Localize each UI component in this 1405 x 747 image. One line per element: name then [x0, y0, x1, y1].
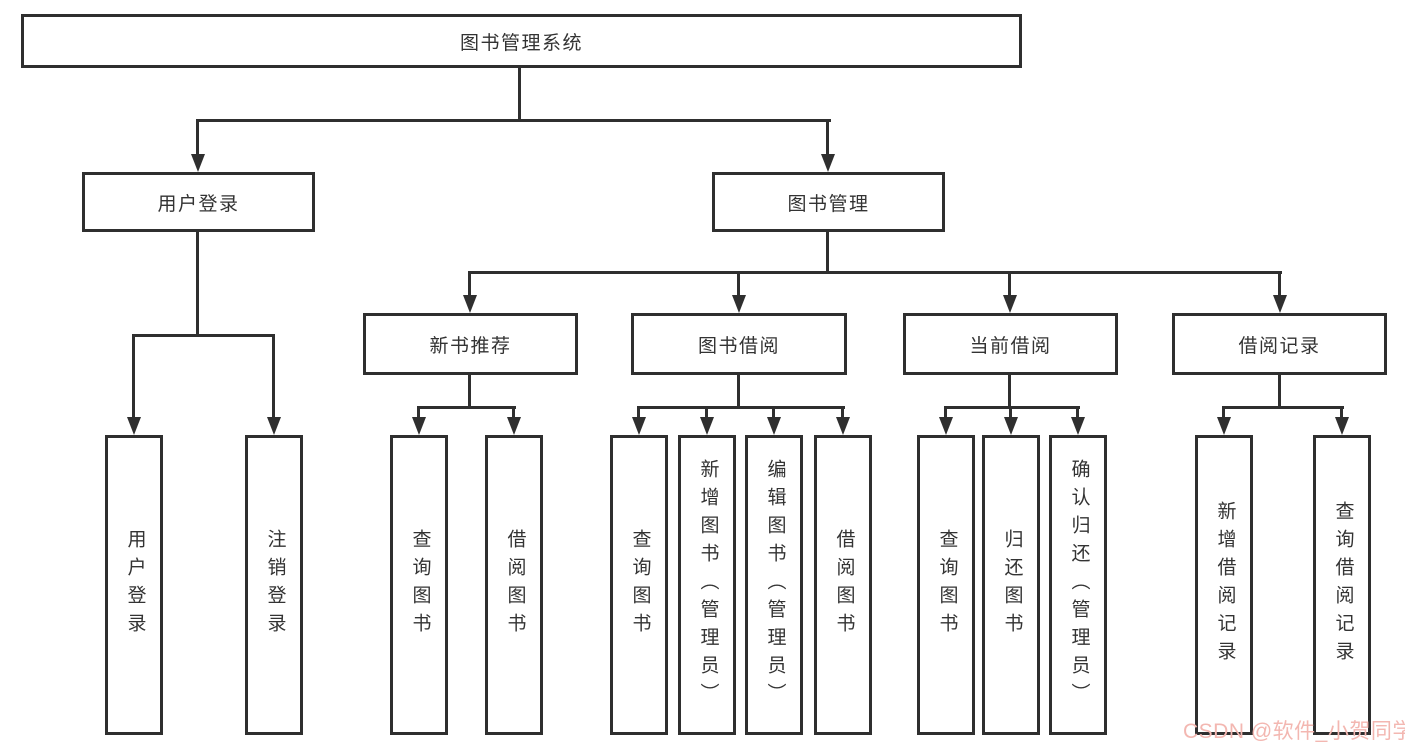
connector-hline [417, 406, 516, 409]
leaf-query-books-current: 查询图书 [917, 435, 975, 735]
node-book-management: 图书管理 [712, 172, 945, 232]
node-label: 归还图书 [1001, 529, 1023, 641]
connector-vline [737, 375, 740, 409]
arrowhead-down-icon [821, 154, 835, 172]
arrowhead-down-icon [267, 417, 281, 435]
arrowhead-down-icon [836, 417, 850, 435]
node-label: 图书借阅 [697, 335, 780, 357]
node-label: 用户登录 [124, 529, 146, 641]
leaf-user-login: 用户登录 [105, 435, 163, 735]
leaf-add-borrow-record: 新增借阅记录 [1195, 435, 1253, 735]
node-label: 新增图书（管理员） [697, 459, 719, 711]
arrowhead-down-icon [700, 417, 714, 435]
arrowhead-down-icon [1004, 417, 1018, 435]
arrowhead-down-icon [191, 154, 205, 172]
connector-hline [637, 406, 845, 409]
connector-vline [1008, 271, 1011, 297]
connector-hline [132, 334, 275, 337]
leaf-confirm-return-admin: 确认归还（管理员） [1049, 435, 1107, 735]
arrowhead-down-icon [412, 417, 426, 435]
leaf-query-books-recommend: 查询图书 [390, 435, 448, 735]
arrowhead-down-icon [1273, 295, 1287, 313]
arrowhead-down-icon [1335, 417, 1349, 435]
connector-vline [772, 406, 775, 419]
connector-hline [468, 271, 1282, 274]
leaf-borrow-books-recommend: 借阅图书 [485, 435, 543, 735]
node-label: 新书推荐 [429, 335, 512, 357]
node-label: 借阅图书 [833, 529, 855, 641]
node-label: 查询借阅记录 [1332, 501, 1354, 669]
connector-vline [196, 232, 199, 336]
connector-vline [841, 406, 844, 419]
connector-vline [468, 271, 471, 297]
connector-vline [132, 334, 135, 419]
node-label: 图书管理系统 [459, 32, 583, 54]
connector-hline [196, 119, 831, 122]
connector-vline [1278, 271, 1281, 297]
connector-vline [1008, 375, 1011, 409]
leaf-query-books-borrowing: 查询图书 [610, 435, 668, 735]
arrowhead-down-icon [632, 417, 646, 435]
node-label: 查询图书 [409, 529, 431, 641]
arrowhead-down-icon [939, 417, 953, 435]
node-label: 借阅图书 [504, 529, 526, 641]
node-label: 确认归还（管理员） [1068, 459, 1090, 711]
arrowhead-down-icon [732, 295, 746, 313]
connector-vline [637, 406, 640, 419]
arrowhead-down-icon [1003, 295, 1017, 313]
connector-vline [1340, 406, 1343, 419]
arrowhead-down-icon [463, 295, 477, 313]
node-user-login: 用户登录 [82, 172, 315, 232]
node-label: 查询图书 [936, 529, 958, 641]
node-book-borrowing: 图书借阅 [631, 313, 847, 375]
connector-vline [826, 232, 829, 274]
node-label: 借阅记录 [1238, 335, 1321, 357]
node-label: 查询图书 [629, 529, 651, 641]
node-label: 当前借阅 [969, 335, 1052, 357]
node-label: 注销登录 [264, 529, 286, 641]
connector-vline [417, 406, 420, 419]
leaf-return-book: 归还图书 [982, 435, 1040, 735]
connector-vline [518, 68, 521, 121]
node-label: 图书管理 [787, 193, 870, 215]
connector-hline [944, 406, 1080, 409]
connector-vline [737, 271, 740, 297]
connector-vline [468, 375, 471, 409]
connector-vline [1076, 406, 1079, 419]
connector-vline [196, 119, 199, 156]
node-current-borrowing: 当前借阅 [903, 313, 1118, 375]
node-label: 新增借阅记录 [1214, 501, 1236, 669]
node-label: 编辑图书（管理员） [764, 459, 786, 711]
connector-vline [826, 119, 829, 156]
node-root-library-management-system: 图书管理系统 [21, 14, 1022, 68]
connector-vline [1009, 406, 1012, 419]
arrowhead-down-icon [507, 417, 521, 435]
arrowhead-down-icon [1071, 417, 1085, 435]
connector-vline [705, 406, 708, 419]
leaf-add-book-admin: 新增图书（管理员） [678, 435, 736, 735]
arrowhead-down-icon [127, 417, 141, 435]
node-borrowing-records: 借阅记录 [1172, 313, 1387, 375]
leaf-query-borrow-record: 查询借阅记录 [1313, 435, 1371, 735]
node-new-book-recommend: 新书推荐 [363, 313, 578, 375]
leaf-edit-book-admin: 编辑图书（管理员） [745, 435, 803, 735]
connector-vline [944, 406, 947, 419]
leaf-logout: 注销登录 [245, 435, 303, 735]
connector-hline [1222, 406, 1344, 409]
arrowhead-down-icon [767, 417, 781, 435]
connector-vline [512, 406, 515, 419]
leaf-borrow-books: 借阅图书 [814, 435, 872, 735]
connector-vline [272, 334, 275, 419]
arrowhead-down-icon [1217, 417, 1231, 435]
connector-vline [1222, 406, 1225, 419]
csdn-watermark: CSDN @软件_小贺同学 [1183, 720, 1405, 743]
node-label: 用户登录 [157, 193, 240, 215]
connector-vline [1278, 375, 1281, 409]
